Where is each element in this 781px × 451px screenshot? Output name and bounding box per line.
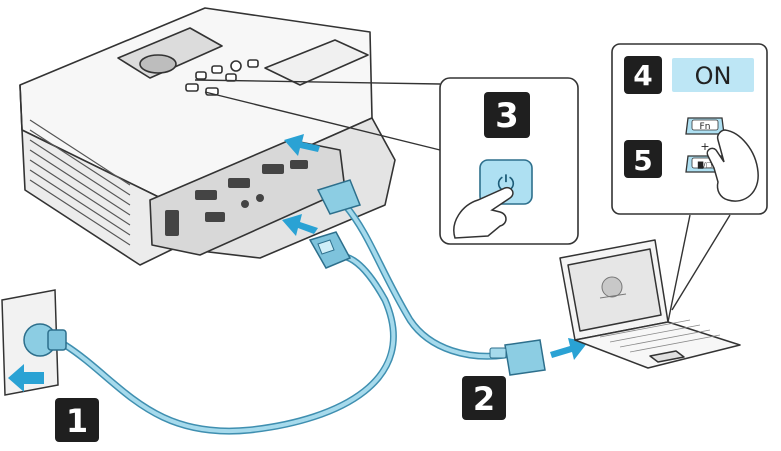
fn-key[interactable]: Fn bbox=[685, 117, 725, 135]
arrow-to-outlet bbox=[8, 364, 44, 392]
projector-icon bbox=[19, 7, 396, 266]
arrow-to-laptop bbox=[550, 338, 588, 360]
step-number-2: 2 bbox=[473, 380, 495, 418]
pointing-hand-icon bbox=[453, 186, 514, 239]
direction-arrows bbox=[8, 134, 588, 392]
step-number-4: 4 bbox=[633, 59, 652, 92]
step-number-5: 5 bbox=[633, 144, 652, 177]
step-badge-5 bbox=[624, 140, 662, 178]
laptop-callout-lines bbox=[667, 214, 731, 323]
on-label: ON bbox=[695, 62, 732, 90]
callout-lines bbox=[194, 79, 441, 151]
step-badge-4 bbox=[624, 56, 662, 94]
display-switch-key-label: ▇/▢ bbox=[697, 161, 712, 169]
computer-cable bbox=[316, 179, 546, 376]
arrow-to-computer-port bbox=[284, 134, 320, 156]
panel-steps-4-5: 4 ON 5 Fn + ▇/▢ bbox=[611, 43, 768, 215]
step-number-1: 1 bbox=[66, 402, 88, 440]
arrow-to-power-inlet bbox=[282, 214, 318, 236]
on-indicator bbox=[672, 58, 754, 92]
step-badge-2: 2 bbox=[462, 376, 506, 420]
laptop-icon bbox=[559, 239, 741, 369]
wall-outlet-icon bbox=[1, 289, 67, 396]
power-cable bbox=[61, 231, 397, 435]
panel-step-3: 3 ⏻ bbox=[439, 77, 579, 245]
step-badge-1: 1 bbox=[55, 398, 99, 442]
step-number-3: 3 bbox=[495, 96, 519, 136]
step-badge-3 bbox=[484, 92, 530, 138]
pointing-hand-icon bbox=[706, 129, 759, 202]
fn-key-label: Fn bbox=[700, 122, 711, 132]
plus-sign: + bbox=[700, 140, 709, 153]
